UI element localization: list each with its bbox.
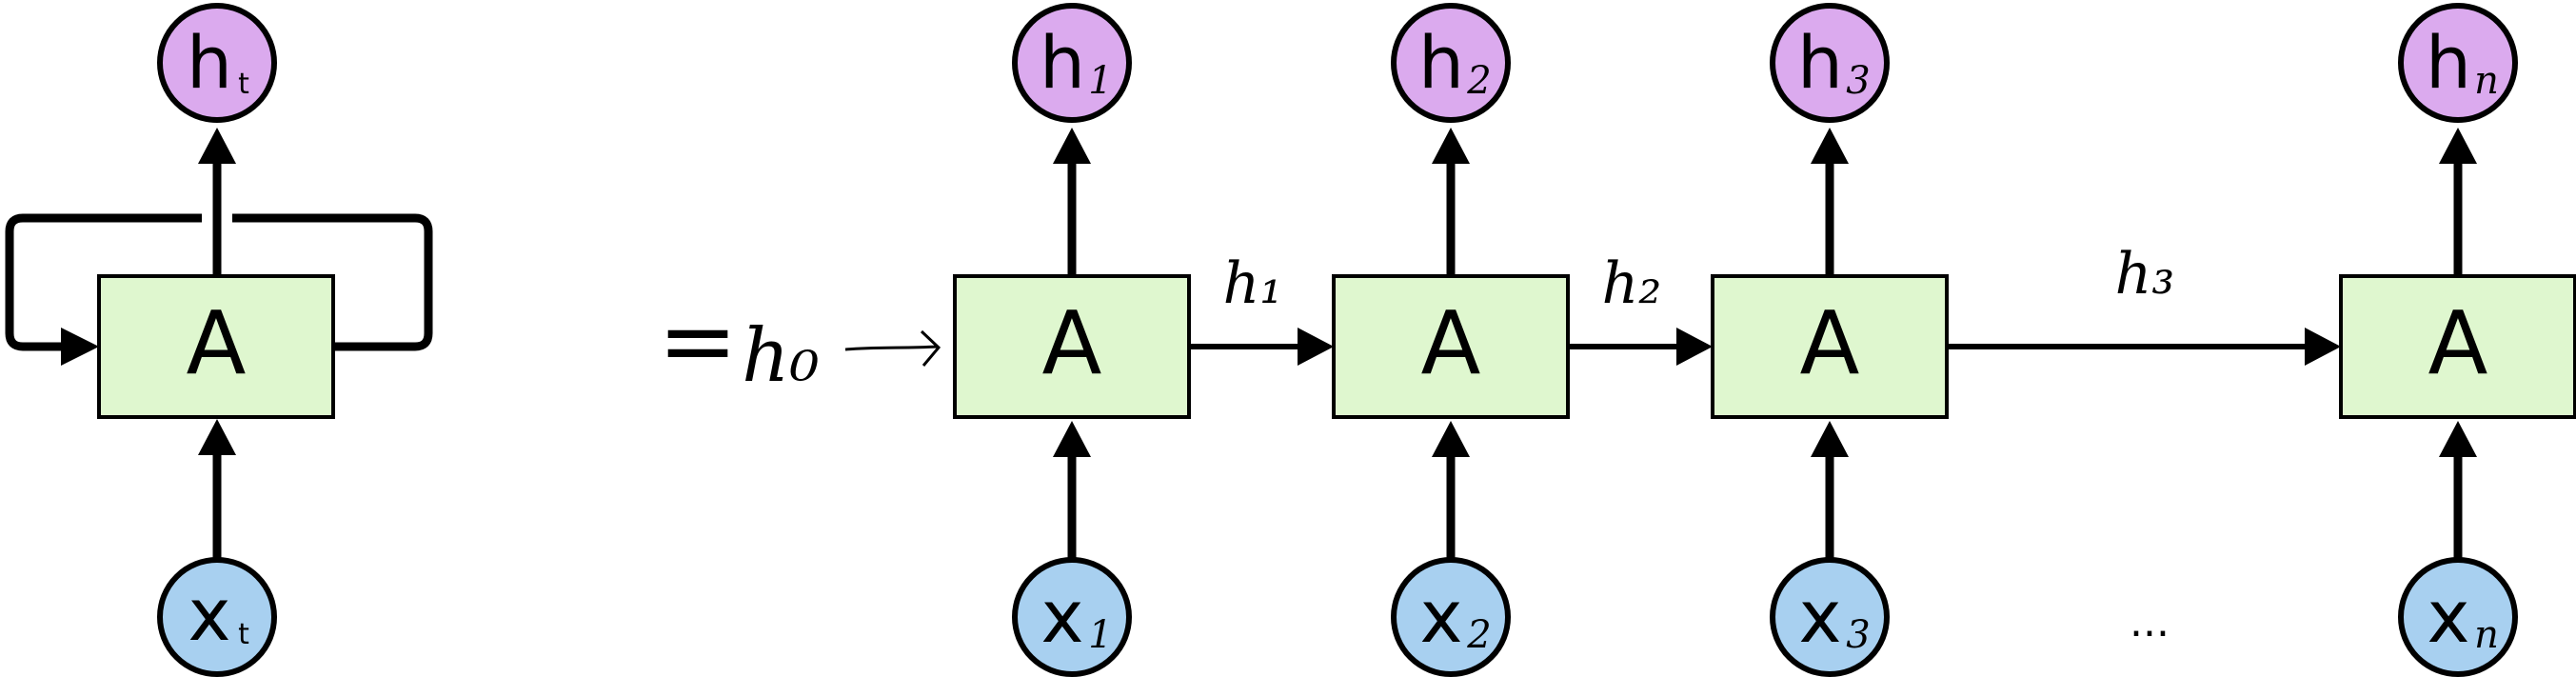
cell-label-4: A: [2428, 292, 2488, 394]
cell-box-4: A: [2339, 274, 2576, 419]
output-node-4-main: h: [2426, 20, 2471, 105]
output-arrow-3: [1811, 128, 1849, 276]
input-arrow-4: [2439, 421, 2477, 562]
transition-label-3: h₃: [2115, 241, 2175, 308]
input-arrow-3: [1811, 421, 1849, 562]
output-arrow-2: [1432, 128, 1470, 276]
rolled-input-arrow: [198, 419, 236, 560]
input-node-4-sub: n: [2474, 613, 2499, 657]
input-arrow-2: [1432, 421, 1470, 562]
transition-label-2: h₂: [1602, 250, 1662, 317]
cell-box-2: A: [1332, 274, 1570, 419]
rolled-cell-box: A: [97, 274, 335, 419]
rolled-input-sub: t: [238, 618, 249, 651]
ellipsis: ...: [2130, 598, 2170, 647]
rolled-output-sub: t: [238, 68, 249, 101]
cell-label-2: A: [1421, 292, 1481, 394]
output-node-3-main: h: [1797, 20, 1843, 105]
output-node-1-sub: 1: [1088, 59, 1112, 103]
input-node-3-main: x: [1799, 574, 1842, 659]
output-node-4-sub: n: [2474, 59, 2499, 103]
cell-box-3: A: [1711, 274, 1949, 419]
rolled-cell-label: A: [187, 292, 247, 394]
output-node-2-main: h: [1418, 20, 1464, 105]
rolled-output-arrow: [198, 128, 236, 274]
rolled-rnn: A h t x t: [5, 3, 433, 677]
cell-box-1: A: [953, 274, 1191, 419]
transition-1: h₁: [1191, 250, 1334, 366]
svg-text:x: x: [188, 572, 231, 657]
rolled-input-main: x: [188, 572, 231, 657]
output-node-2-sub: 2: [1466, 59, 1491, 103]
transition-3: h₃: [1949, 241, 2341, 366]
rolled-output-node: h t: [157, 3, 277, 123]
transition-label-1: h₁: [1223, 250, 1283, 317]
input-node-1-sub: 1: [1088, 613, 1112, 657]
equals-sign: =: [658, 285, 738, 396]
rolled-loop-arrow: [5, 213, 433, 366]
rolled-input-node: x t: [157, 557, 277, 677]
svg-text:h: h: [187, 20, 232, 105]
input-node-3-sub: 3: [1846, 613, 1870, 657]
cell-label-1: A: [1042, 292, 1102, 394]
output-node-3-sub: 3: [1846, 59, 1870, 103]
output-arrow-4: [2439, 128, 2477, 276]
input-node-2-sub: 2: [1466, 613, 1491, 657]
initial-state-arrow: [844, 329, 941, 367]
input-node-2-main: x: [1420, 574, 1463, 659]
transition-2: h₂: [1570, 250, 1713, 366]
initial-state: h₀: [742, 313, 941, 399]
input-node-4-main: x: [2427, 574, 2470, 659]
input-node-1-main: x: [1041, 574, 1084, 659]
cell-label-3: A: [1800, 292, 1860, 394]
rolled-output-main: h: [187, 20, 232, 105]
output-arrow-1: [1053, 128, 1091, 276]
input-arrow-1: [1053, 421, 1091, 562]
initial-state-label: h₀: [742, 313, 820, 399]
output-node-1-main: h: [1040, 20, 1085, 105]
